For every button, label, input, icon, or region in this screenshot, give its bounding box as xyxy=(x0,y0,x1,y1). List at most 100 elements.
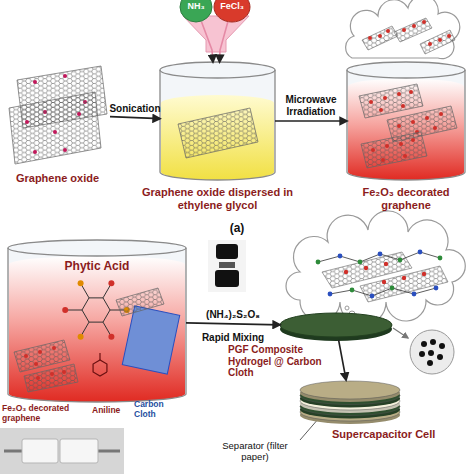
particle-dot xyxy=(411,120,415,124)
beaker-liquid xyxy=(161,95,274,180)
product-cloud xyxy=(362,26,398,50)
beaker-rim xyxy=(8,240,186,256)
carbon-cloth xyxy=(122,306,179,374)
particle-dot xyxy=(379,108,383,112)
polymer-cloud xyxy=(384,262,388,266)
polymer-cloud xyxy=(364,266,368,270)
product-cloud xyxy=(412,24,416,28)
product-cloud xyxy=(402,28,406,32)
particle-dot xyxy=(62,370,66,374)
cell-photo xyxy=(0,428,124,474)
graphene-sheet xyxy=(359,84,423,118)
reagent-node: FeCl₃ xyxy=(214,0,250,22)
product-cloud xyxy=(368,36,372,40)
polymer-cloud xyxy=(382,280,386,284)
particle-dot xyxy=(38,350,42,354)
phytic-acid-molecule xyxy=(78,280,84,286)
electrode-photo xyxy=(439,343,445,349)
node-text: Fe₂O₃ decorated graphene xyxy=(337,186,474,211)
beaker-rim xyxy=(160,62,275,78)
cell-photo xyxy=(0,428,124,474)
process-arrow xyxy=(186,323,280,325)
node-text: FeCl₃ xyxy=(214,1,250,11)
beaker-rim xyxy=(347,62,465,78)
vial-photo xyxy=(208,240,246,292)
reagent-circle xyxy=(214,0,250,22)
beaker-content xyxy=(359,84,457,168)
phytic-acid-molecule xyxy=(108,280,114,286)
polymer-cloud xyxy=(438,256,443,261)
node-shape xyxy=(160,62,275,180)
electrode-photo xyxy=(393,328,408,338)
reagent-node: NH₃ xyxy=(180,0,212,22)
polymer-cloud xyxy=(402,276,406,280)
process-arrow xyxy=(220,22,228,62)
electrode-photo xyxy=(437,354,443,360)
panel-label: (a) xyxy=(217,222,257,236)
beaker-node: Phytic Acid xyxy=(8,240,186,402)
node-text: Graphene oxide xyxy=(0,172,115,185)
cell-photo xyxy=(4,450,22,453)
particle-dot xyxy=(53,130,57,134)
edge-label: (NH₄)₂S₂O₈ xyxy=(206,308,260,320)
process-arrow xyxy=(339,340,346,380)
electrode-photo xyxy=(428,350,434,356)
vial-photo xyxy=(215,270,239,287)
polymer-cloud xyxy=(344,262,426,284)
particle-dot xyxy=(403,154,407,158)
polymer-cloud xyxy=(358,260,363,265)
component-label: Carbon Cloth xyxy=(134,400,184,420)
polymer-cloud xyxy=(350,288,355,293)
electrode-photo xyxy=(421,341,427,347)
particle-dot xyxy=(385,144,389,148)
polymer-cloud xyxy=(345,306,349,310)
material-node: Graphene oxide xyxy=(5,62,110,167)
product-cloud xyxy=(368,20,451,46)
node-text: Graphene oxide dispersed in ethylene gly… xyxy=(132,186,303,211)
vial-photo xyxy=(208,240,246,292)
process-arrow xyxy=(202,22,213,62)
polymer-cloud xyxy=(418,250,423,255)
particle-dot xyxy=(409,90,413,94)
electrode-photo xyxy=(393,328,454,374)
particle-dot xyxy=(34,362,38,366)
node-text: Phytic Acid xyxy=(8,260,186,274)
particle-dot xyxy=(50,372,54,376)
beaker-glass xyxy=(8,240,186,402)
polymer-cloud xyxy=(330,288,436,296)
beaker-outline xyxy=(347,70,465,180)
beaker-node: Graphene oxide dispersed in ethylene gly… xyxy=(160,62,275,180)
particle-dot xyxy=(411,138,415,142)
reagent-circle xyxy=(180,0,212,22)
vial-photo xyxy=(216,244,238,259)
particle-dot xyxy=(433,126,437,130)
particle-dot xyxy=(24,354,28,358)
part-label: Separator (filter paper) xyxy=(210,441,300,463)
polymer-cloud xyxy=(286,211,465,325)
graphene-sheet xyxy=(178,108,258,158)
beaker-content xyxy=(178,108,258,158)
node-shape xyxy=(347,62,465,180)
polymer-cloud xyxy=(398,258,403,263)
particle-dot xyxy=(33,150,37,154)
product-cloud xyxy=(438,38,442,42)
component-label: Fe₂O₃ decorated graphene xyxy=(2,404,86,424)
product-cloud xyxy=(428,42,432,46)
graphene-sheet xyxy=(9,92,101,164)
particle-dot xyxy=(52,346,56,350)
beaker-outline xyxy=(160,70,275,180)
process-arrow xyxy=(275,120,347,122)
beaker-outline xyxy=(8,248,186,402)
cell-photo xyxy=(22,439,58,463)
particle-dot xyxy=(397,92,401,96)
graphene-sheet xyxy=(116,288,164,316)
node-text: PGF Composite Hydrogel @ Carbon Cloth xyxy=(228,344,334,379)
electrode-photo xyxy=(410,330,454,374)
beaker-glass xyxy=(347,62,465,180)
particle-dot xyxy=(439,112,443,116)
node-shape xyxy=(280,312,392,340)
phytic-acid-molecule xyxy=(78,334,84,340)
graphene-sheet xyxy=(24,364,78,392)
phytic-acid-molecule xyxy=(62,307,68,313)
